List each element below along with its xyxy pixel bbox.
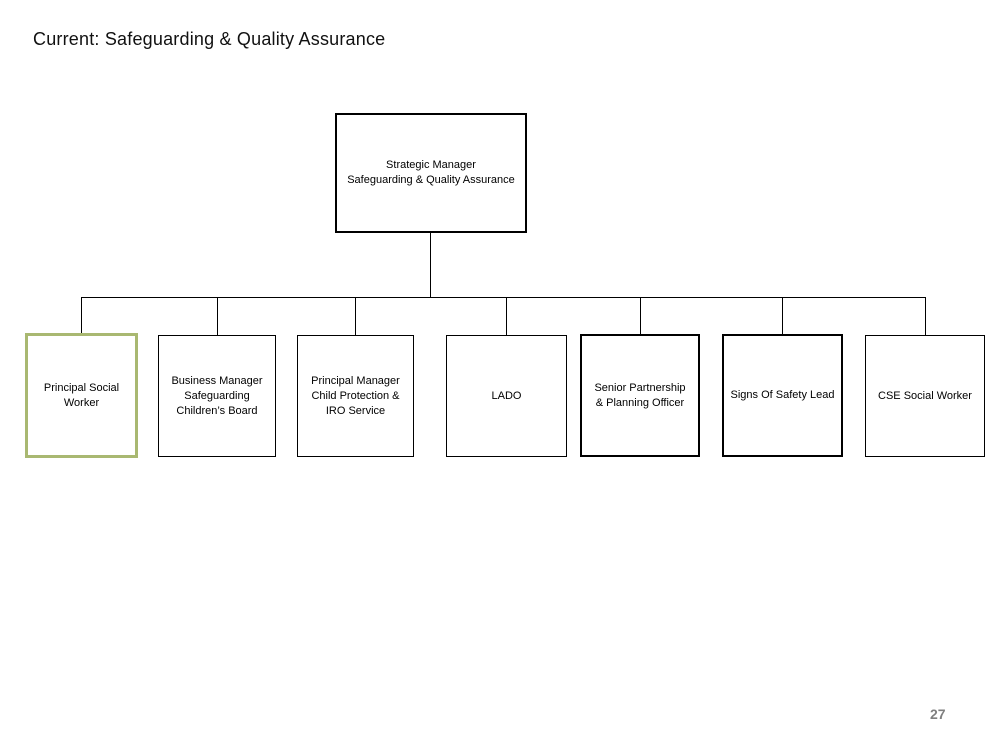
page-number: 27 xyxy=(930,706,946,722)
connector-drop xyxy=(217,298,218,335)
connector-drop xyxy=(81,298,82,335)
org-box-cse-social-worker: CSE Social Worker xyxy=(865,335,985,457)
org-box-principal-social-worker: Principal Social Worker xyxy=(25,333,138,458)
org-box-signs-of-safety-lead: Signs Of Safety Lead xyxy=(722,334,843,457)
connector-trunk xyxy=(430,233,431,297)
connector-drop xyxy=(640,298,641,335)
connector-drop xyxy=(506,298,507,335)
org-box-lado: LADO xyxy=(446,335,567,457)
org-box-principal-manager-child-protection-iro: Principal Manager Child Protection & IRO… xyxy=(297,335,414,457)
connector-drop xyxy=(925,298,926,335)
org-box-strategic-manager: Strategic Manager Safeguarding & Quality… xyxy=(335,113,527,233)
org-box-business-manager-safeguarding-childrens-board: Business Manager Safeguarding Children’s… xyxy=(158,335,276,457)
connector-drop xyxy=(355,298,356,335)
slide-title: Current: Safeguarding & Quality Assuranc… xyxy=(33,29,386,49)
connector-drop xyxy=(782,298,783,335)
connector-horizontal xyxy=(81,297,926,298)
org-box-senior-partnership-planning-officer: Senior Partnership & Planning Officer xyxy=(580,334,700,457)
